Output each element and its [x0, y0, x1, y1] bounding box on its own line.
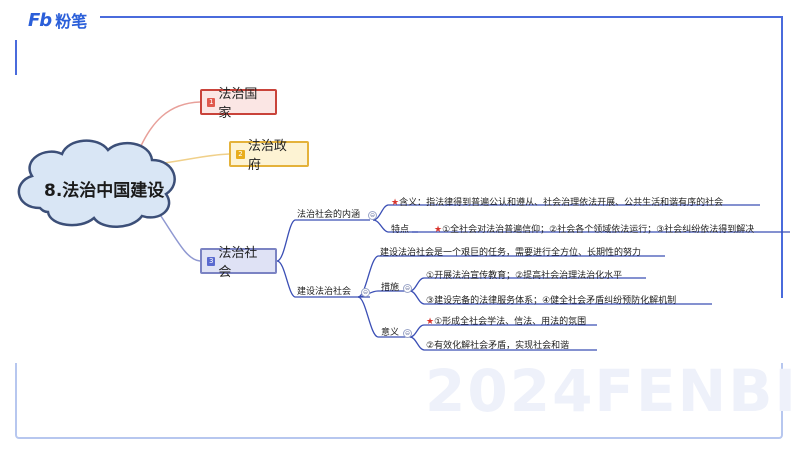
- priority-badge: 3: [207, 256, 216, 266]
- node-connotation[interactable]: 法治社会的内涵: [297, 210, 361, 220]
- collapse-icon[interactable]: ⊖: [403, 284, 412, 293]
- frame-top-border: [100, 16, 783, 18]
- node-features[interactable]: 特点: [391, 225, 410, 235]
- branch-rule-of-law-nation[interactable]: 1 法治国家: [200, 87, 277, 121]
- node-build-summary: 建设法治社会是一个艰巨的任务，需要进行全方位、长期性的努力: [380, 248, 642, 258]
- branch-rule-of-law-government[interactable]: 2 法治政府: [229, 139, 309, 173]
- root-cloud-shape: [17, 139, 176, 228]
- branch-label: 法治国家: [218, 87, 258, 121]
- frame-bottom-border: [15, 363, 783, 439]
- priority-badge: 2: [236, 149, 245, 159]
- frame-right-border: [781, 16, 783, 298]
- node-build-society[interactable]: 建设法治社会: [297, 287, 352, 297]
- features-text: ①全社会对法治普遍信仰；②社会各个领域依法运行；③社会纠纷依法得到解决: [442, 225, 755, 235]
- node-features-content: ★①全社会对法治普遍信仰；②社会各个领域依法运行；③社会纠纷依法得到解决: [434, 222, 754, 235]
- logo-name: 粉笔: [55, 12, 88, 31]
- node-significance-2: ②有效化解社会矛盾，实现社会和谐: [426, 341, 570, 351]
- logo-mark: Fb: [28, 9, 52, 31]
- node-significance-1: ★①形成全社会学法、信法、用法的氛围: [426, 314, 586, 327]
- root-topic: 8.法治中国建设: [44, 181, 165, 201]
- frame-left-border: [15, 40, 17, 75]
- branch-rule-of-law-society[interactable]: 3 法治社会: [200, 246, 277, 280]
- node-meaning: ★含义：指法律得到普遍公认和遵从、社会治理依法开展、公共生活和谐有序的社会: [391, 195, 723, 208]
- branch-label: 法治社会: [218, 246, 258, 280]
- brand-logo: Fb 粉笔: [28, 8, 87, 32]
- collapse-icon[interactable]: ⊖: [368, 211, 377, 220]
- priority-badge: 1: [207, 97, 216, 107]
- watermark: 2024FENBI: [425, 357, 798, 425]
- star-icon: ★: [426, 317, 435, 327]
- collapse-icon[interactable]: ⊖: [361, 288, 370, 297]
- meaning-text: 指法律得到普遍公认和遵从、社会治理依法开展、公共生活和谐有序的社会: [426, 198, 724, 208]
- branch-label: 法治政府: [247, 139, 287, 173]
- node-significance[interactable]: 意义: [381, 328, 400, 338]
- collapse-icon[interactable]: ⊖: [403, 329, 412, 338]
- node-measure-1: ①开展法治宣传教育；②提高社会治理法治化水平: [426, 271, 623, 281]
- node-measure-2: ③建设完备的法律服务体系；④健全社会矛盾纠纷预防化解机制: [426, 296, 677, 306]
- star-icon: ★: [434, 225, 443, 235]
- node-measures[interactable]: 措施: [381, 283, 400, 293]
- star-icon: ★: [391, 198, 400, 208]
- significance-1-text: ①形成全社会学法、信法、用法的氛围: [434, 317, 587, 327]
- meaning-prefix: 含义：: [399, 198, 427, 208]
